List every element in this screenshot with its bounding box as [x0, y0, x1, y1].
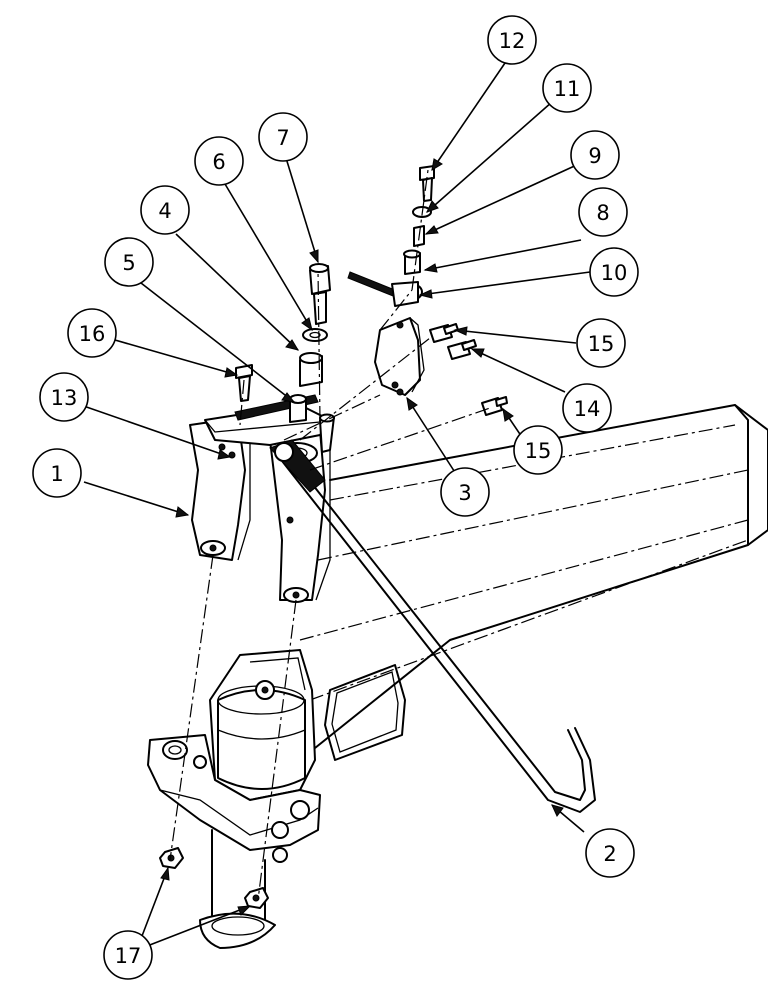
- callout-17: 17: [103, 930, 153, 980]
- callout-15-upper-label: 15: [588, 332, 615, 356]
- bracket-part-1: [189, 404, 331, 603]
- callout-15-lower-label: 15: [525, 439, 552, 463]
- callout-12-label: 12: [499, 29, 526, 53]
- callout-7: 7: [258, 112, 308, 162]
- callout-13: 13: [39, 372, 89, 422]
- callout-7-label: 7: [276, 126, 289, 150]
- callout-15-upper: 15: [576, 318, 626, 368]
- callout-5: 5: [104, 237, 154, 287]
- callout-8-label: 8: [596, 201, 609, 225]
- callout-1-label: 1: [50, 462, 63, 486]
- upper-linkage: [347, 165, 508, 416]
- callout-11: 11: [542, 63, 592, 113]
- callout-17-label: 17: [115, 944, 142, 968]
- leader-lines: [74, 62, 591, 949]
- callout-4-label: 4: [158, 199, 171, 223]
- callout-12: 12: [487, 15, 537, 65]
- callout-14-label: 14: [574, 397, 601, 421]
- callout-6-label: 6: [212, 150, 225, 174]
- callout-8: 8: [578, 187, 628, 237]
- callout-1: 1: [32, 448, 82, 498]
- callout-16: 16: [67, 308, 117, 358]
- callout-2-label: 2: [603, 842, 616, 866]
- callout-9: 9: [570, 130, 620, 180]
- callout-9-label: 9: [588, 144, 601, 168]
- callout-3: 3: [440, 467, 490, 517]
- lever-rod-part-2: [269, 439, 596, 813]
- callout-13-label: 13: [51, 386, 78, 410]
- callout-10-label: 10: [601, 261, 628, 285]
- nuts-part-17: [159, 847, 269, 909]
- callout-16-label: 16: [79, 322, 106, 346]
- callout-2: 2: [585, 828, 635, 878]
- callout-14: 14: [562, 383, 612, 433]
- alignment-lines: [169, 169, 491, 901]
- callout-10: 10: [589, 247, 639, 297]
- callout-3-label: 3: [458, 481, 471, 505]
- callout-4: 4: [140, 185, 190, 235]
- main-beam: [229, 404, 768, 761]
- hitch-housing: [147, 649, 321, 949]
- callout-15-lower: 15: [513, 425, 563, 475]
- callout-11-label: 11: [554, 77, 581, 101]
- callout-5-label: 5: [122, 251, 135, 275]
- callout-6: 6: [194, 136, 244, 186]
